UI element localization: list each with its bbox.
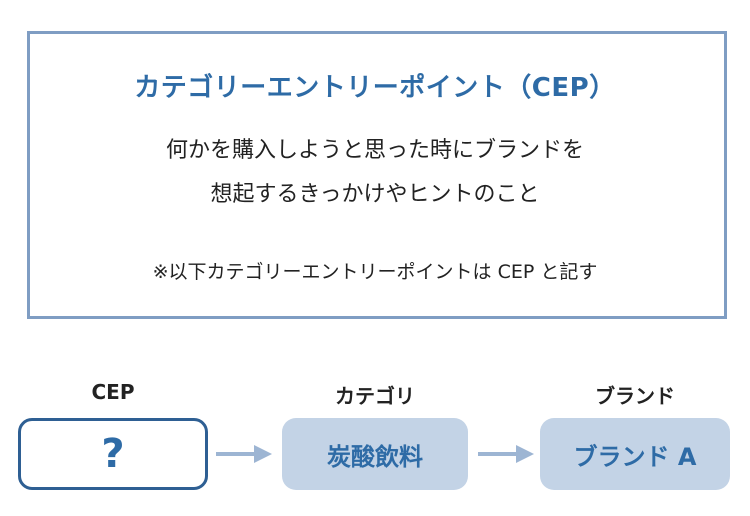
- brand-node-text: ブランド A: [573, 442, 697, 471]
- arrow-right-icon: [478, 445, 534, 463]
- cep-node: ?: [18, 418, 208, 490]
- label-category: カテゴリ: [335, 384, 415, 408]
- category-node: 炭酸飲料: [282, 418, 468, 490]
- definition-line-2: 想起するきっかけやヒントのこと: [210, 182, 540, 207]
- definition-line-1: 何かを購入しようと思った時にブランドを: [165, 138, 584, 163]
- cep-node-text: ?: [101, 431, 125, 477]
- category-node-text: 炭酸飲料: [327, 442, 423, 471]
- brand-node: ブランド A: [540, 418, 730, 490]
- definition-note: ※以下カテゴリーエントリーポイントは CEP と記す: [152, 261, 598, 283]
- arrow-right-icon: [216, 445, 272, 463]
- definition-title: カテゴリーエントリーポイント（CEP）: [134, 73, 616, 103]
- label-cep: CEP: [91, 380, 135, 404]
- definition-box: [27, 31, 727, 319]
- label-brand: ブランド: [595, 384, 675, 408]
